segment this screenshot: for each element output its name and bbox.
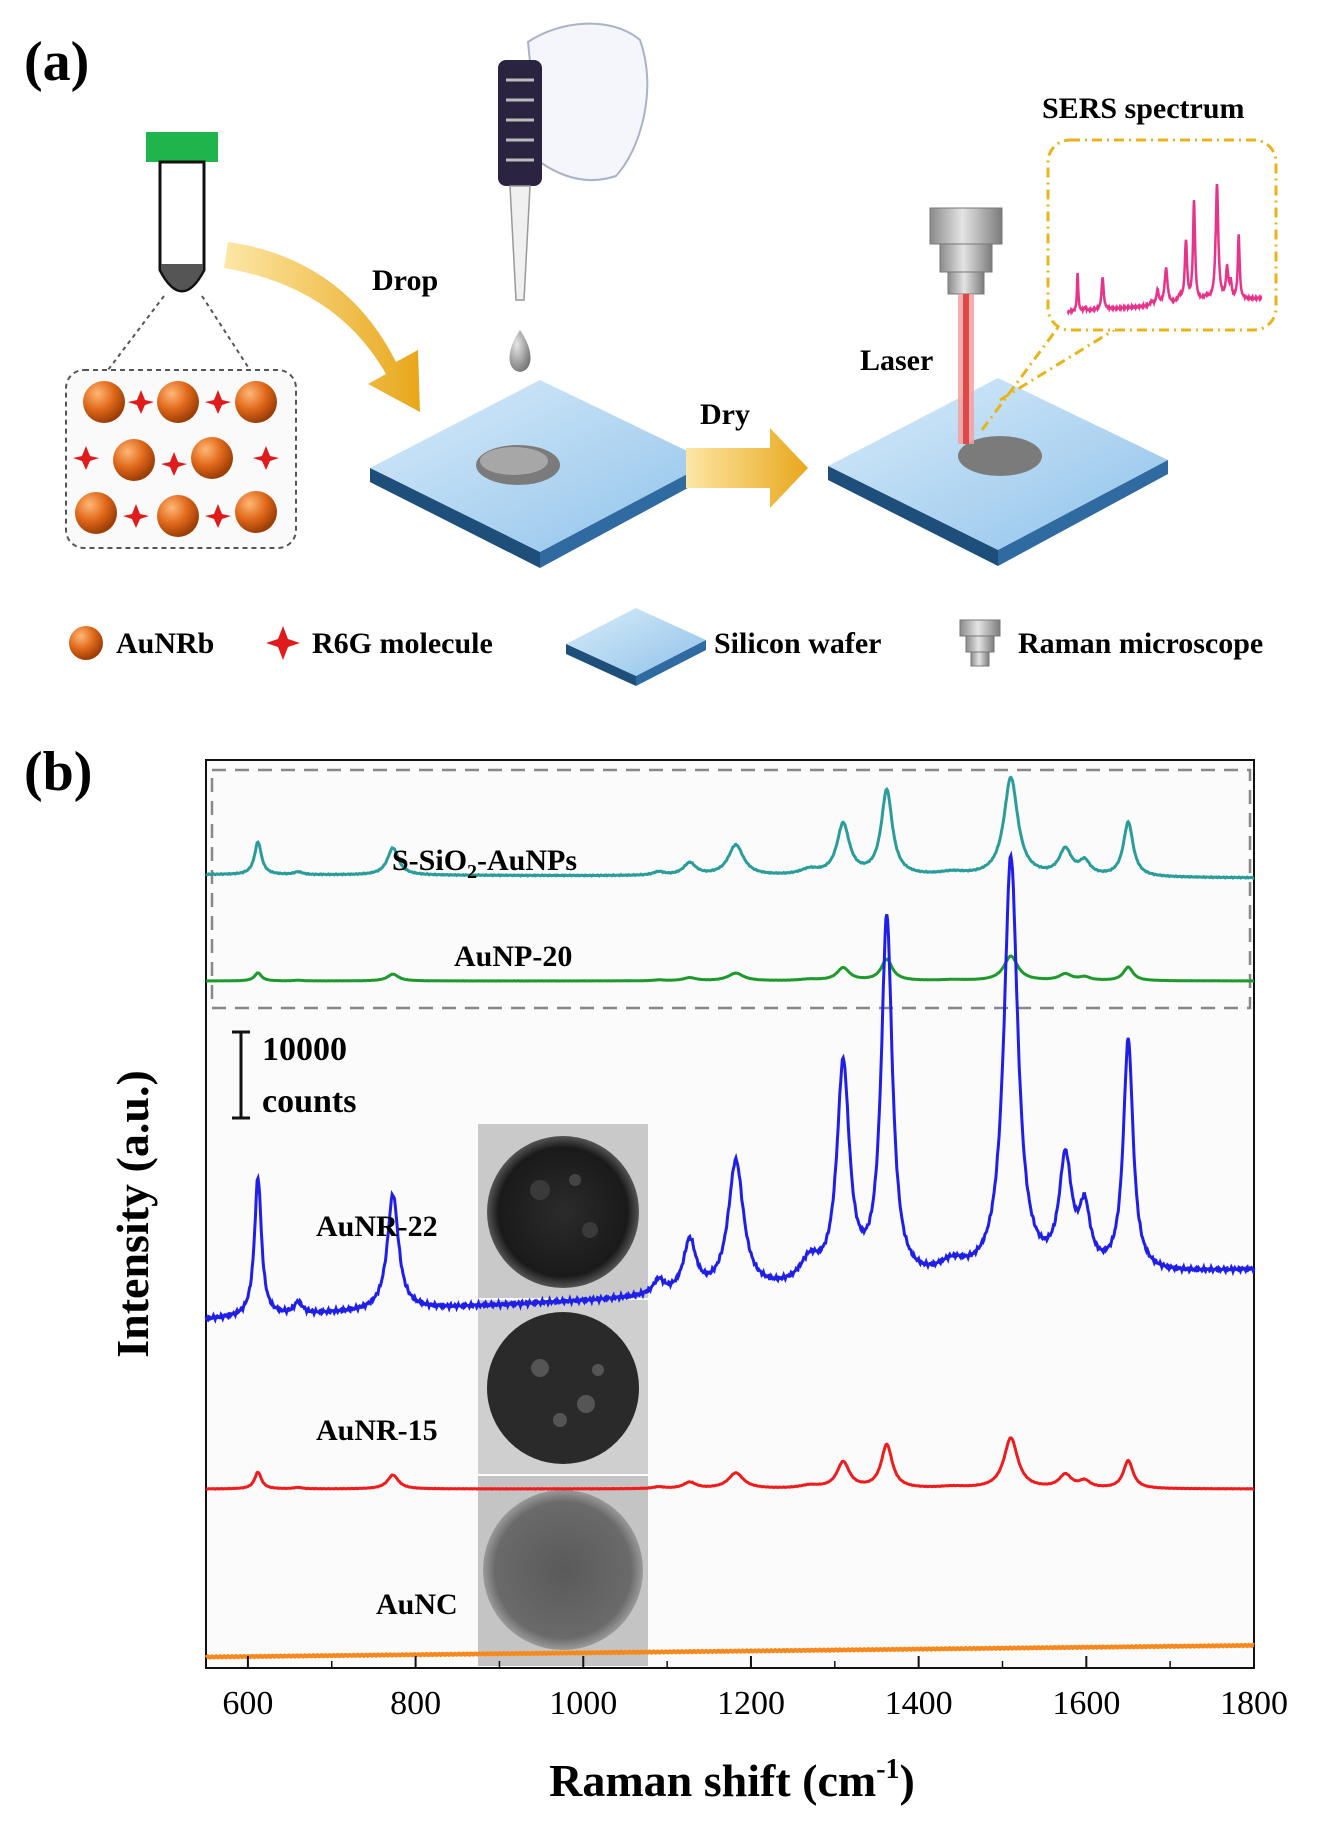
x-axis-title: Raman shift (cm-1) xyxy=(549,1754,915,1806)
step-laser-label: Laser xyxy=(860,344,933,377)
sers-inset-box xyxy=(1046,138,1278,332)
step-dry-label: Dry xyxy=(700,398,750,431)
step-drop-label: Drop xyxy=(372,264,438,297)
panel-b-label: (b) xyxy=(24,741,92,803)
tem-image-aunc xyxy=(478,1476,648,1666)
series-label-aunp20: AuNP-20 xyxy=(454,940,572,973)
sers-inset-spectrum xyxy=(1066,184,1263,317)
series-label-aunc: AuNC xyxy=(376,1588,458,1621)
tube-cap xyxy=(146,132,218,162)
silicon-wafer-dried xyxy=(828,378,1168,566)
pipette-hand-icon xyxy=(498,22,649,372)
legend-row: AuNRb R6G molecule Silicon wafer Raman m… xyxy=(69,608,1263,686)
series-label-s-sio2: S-SiO2-AuNPs xyxy=(392,844,577,883)
r6g-stars xyxy=(73,390,279,528)
sample-tube xyxy=(146,132,218,293)
x-tick-label: 800 xyxy=(390,1685,441,1722)
panel-a-label: (a) xyxy=(24,31,89,93)
tem-image-aunr15 xyxy=(478,1300,648,1474)
legend-label-wafer: Silicon wafer xyxy=(714,627,881,660)
legend-wafer-icon xyxy=(566,608,706,686)
callout-line-2 xyxy=(999,328,1115,402)
callout-line-1 xyxy=(980,321,1064,431)
series-label-aunr15: AuNR-15 xyxy=(316,1414,438,1447)
spectra-group xyxy=(204,775,1256,1660)
x-tick-label: 1800 xyxy=(1220,1685,1288,1722)
legend-star-icon xyxy=(266,626,300,660)
x-tick-label: 1400 xyxy=(885,1685,953,1722)
scale-bar xyxy=(232,1030,250,1120)
series-line-aunr-22 xyxy=(204,850,1256,1324)
series-line-s-sio2-aunps xyxy=(205,775,1255,880)
raman-objective-icon xyxy=(929,207,1003,295)
legend-sphere-icon xyxy=(69,626,103,660)
series-line-aunr-15 xyxy=(205,1436,1255,1491)
drop-arrow-icon xyxy=(224,242,420,412)
x-tick-label: 1000 xyxy=(549,1685,617,1722)
scale-bar-value: 10000 xyxy=(262,1031,347,1068)
legend-microscope-icon xyxy=(959,619,1001,667)
legend-label-aunrb: AuNRb xyxy=(116,627,214,660)
scale-bar-unit: counts xyxy=(262,1083,356,1120)
series-label-aunr22: AuNR-22 xyxy=(316,1210,438,1243)
dry-arrow-icon xyxy=(686,428,808,508)
legend-label-microscope: Raman microscope xyxy=(1018,627,1263,660)
dashed-inset-box xyxy=(210,768,1252,1010)
y-axis-title: Intensity (a.u.) xyxy=(107,1070,158,1358)
series-line-aunc xyxy=(204,1642,1255,1660)
x-tick-label: 1600 xyxy=(1052,1685,1120,1722)
plot-frame xyxy=(205,759,1255,1669)
nanoparticle-inset xyxy=(65,369,297,549)
sers-spectrum-title: SERS spectrum xyxy=(1042,92,1245,125)
x-tick-label: 1200 xyxy=(717,1685,785,1722)
laser-beam-core xyxy=(963,294,969,444)
x-axis: 600 800 1000 1200 1400 1600 1800 xyxy=(222,1656,1288,1722)
tem-image-aunr22 xyxy=(478,1124,648,1298)
legend-label-r6g: R6G molecule xyxy=(312,627,493,660)
series-line-aunp-20 xyxy=(205,954,1255,983)
x-tick-label: 600 xyxy=(222,1685,273,1722)
silicon-wafer-drop xyxy=(370,380,710,568)
